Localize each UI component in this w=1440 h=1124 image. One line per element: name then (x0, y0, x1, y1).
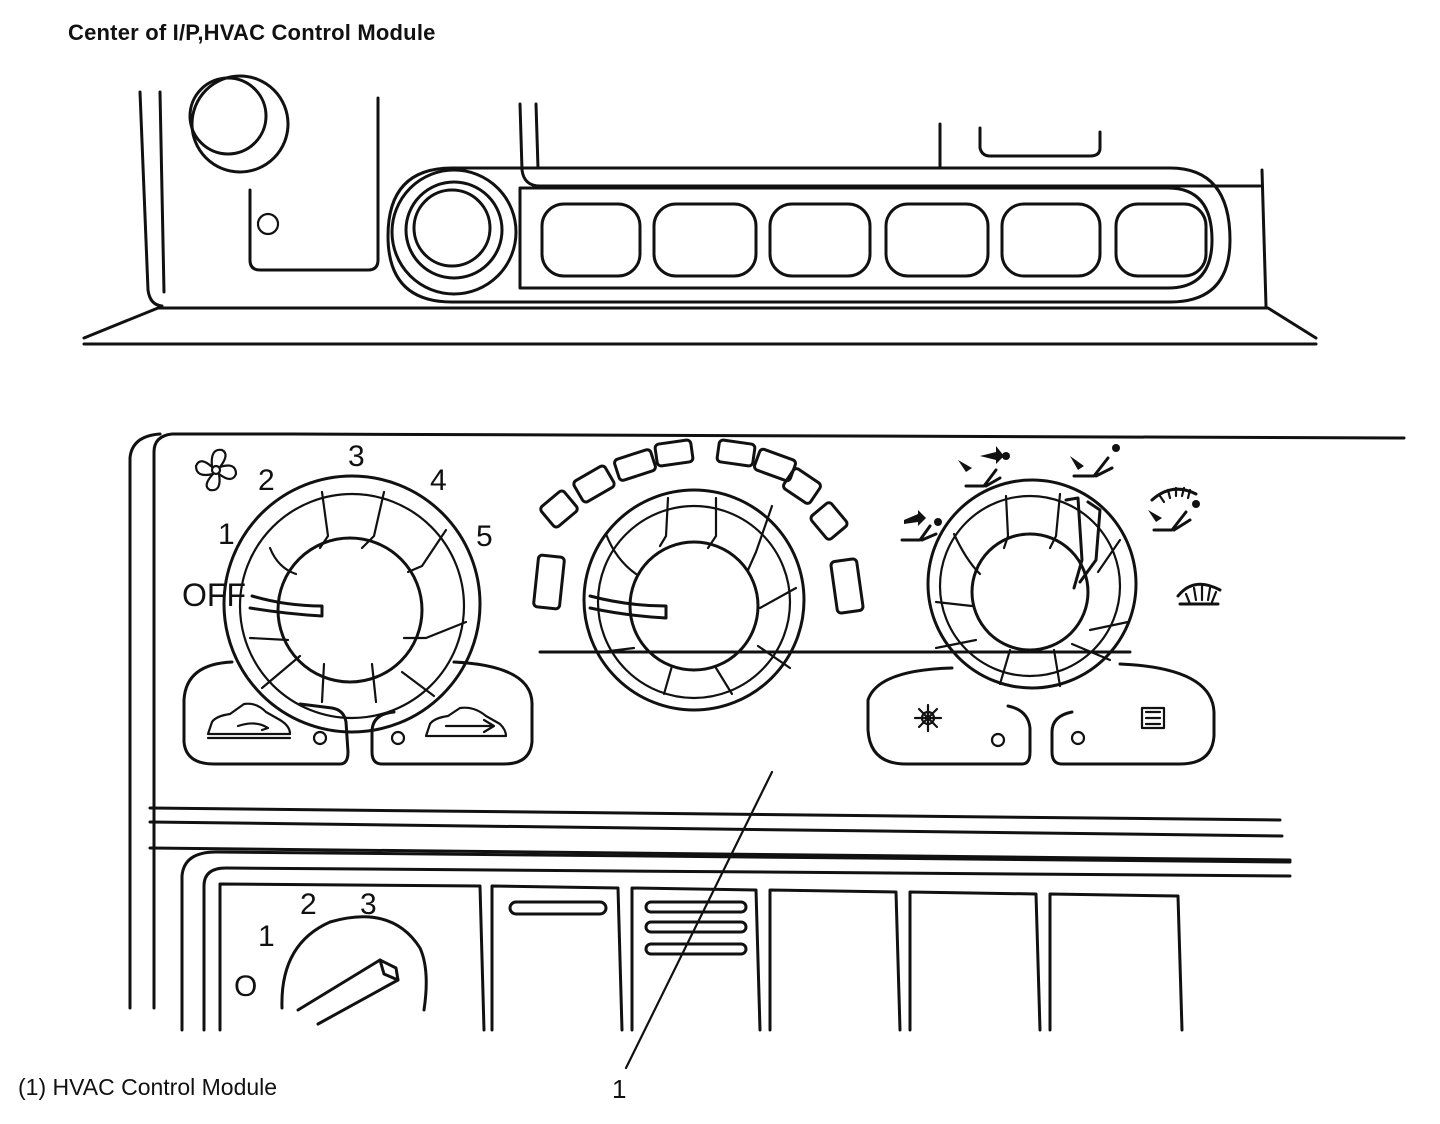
recirculation-icon (206, 702, 292, 740)
preset-button (768, 202, 872, 278)
floor-mode-icon (1070, 444, 1120, 478)
outside-air-icon (424, 706, 508, 738)
ac-snowflake-icon (913, 703, 943, 733)
fan-label-2: 2 (258, 464, 275, 497)
fan-label-5: 5 (476, 520, 493, 553)
floor-defrost-mode-icon (1148, 486, 1200, 532)
fan-label-4: 4 (430, 464, 447, 497)
air-source-buttons (182, 660, 534, 766)
lower-dial-label-0: O (234, 970, 257, 1003)
lower-switch-panel: O 1 2 3 (180, 850, 1292, 1032)
rear-defog-icon (1140, 706, 1166, 730)
defrost-mode-icon (1176, 582, 1222, 606)
fan-label-off: OFF (182, 577, 246, 613)
vent-mode-icon (900, 510, 942, 542)
bi-level-mode-icon (958, 446, 1010, 488)
diagram-title: Center of I/P,HVAC Control Module (68, 20, 436, 45)
callout: 1 (612, 770, 774, 1104)
preset-button (652, 202, 758, 278)
preset-button (1114, 202, 1208, 278)
callout-number: 1 (612, 1074, 626, 1104)
radio-bezel (82, 74, 1318, 346)
fan-label-3: 3 (348, 440, 365, 473)
lower-dial-label-2: 2 (300, 888, 317, 921)
ac-defog-buttons (866, 662, 1216, 766)
preset-button (1000, 202, 1102, 278)
lower-dial-label-3: 3 (360, 888, 377, 921)
temperature-dial (532, 438, 865, 712)
fan-label-1: 1 (218, 518, 235, 551)
hvac-panel (128, 432, 1406, 1010)
fan-speed-dial: OFF 1 2 3 4 5 (182, 440, 493, 734)
fan-icon (194, 448, 238, 492)
preset-button (884, 202, 990, 278)
diagram-caption: (1) HVAC Control Module (18, 1074, 278, 1100)
preset-button (540, 202, 642, 278)
lower-dial-label-1: 1 (258, 920, 275, 953)
mode-dial (900, 444, 1222, 690)
